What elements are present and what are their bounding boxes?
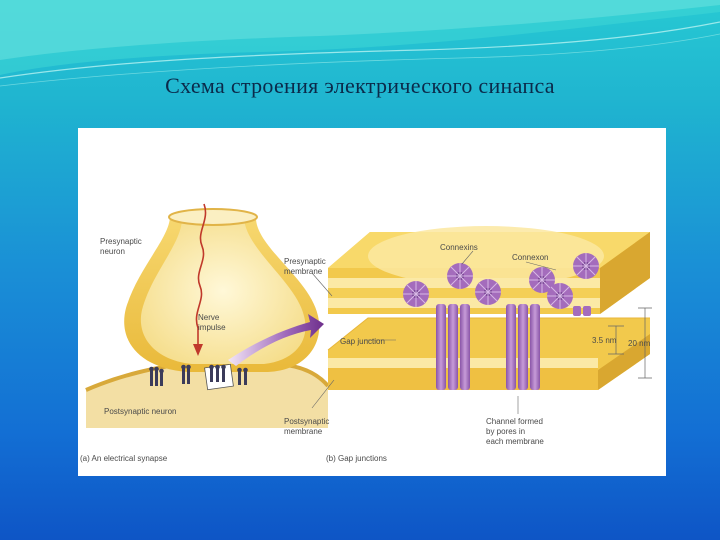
nerve-impulse-arrow (195, 203, 207, 348)
connexon-group (403, 253, 599, 309)
header-wave (0, 0, 720, 87)
label-postsynaptic-neuron: Postsynaptic neuron (104, 407, 177, 416)
channel-right (506, 304, 540, 390)
presynaptic-neuron-shape (85, 208, 330, 428)
label-gap-junction: Gap junction (340, 337, 385, 346)
postsynaptic-membrane-block (327, 317, 650, 390)
label-total-size: 20 nm (628, 339, 651, 348)
leader-lines (311, 250, 557, 414)
caption-a: (a) An electrical synapse (80, 454, 168, 463)
gap-junction-cluster (149, 363, 248, 391)
dimension-brackets (608, 307, 652, 379)
label-gap-size: 3.5 nm (592, 336, 617, 345)
channel-left (436, 304, 470, 390)
caption-b: (b) Gap junctions (326, 454, 387, 463)
label-connexins: Connexins (440, 243, 478, 252)
nerve-impulse-arrowhead (193, 344, 203, 356)
slide-title: Схема строения электрического синапса (165, 73, 555, 98)
label-connexon: Connexon (512, 253, 548, 262)
zoom-arrow (228, 314, 324, 366)
channel-edge (573, 306, 591, 316)
